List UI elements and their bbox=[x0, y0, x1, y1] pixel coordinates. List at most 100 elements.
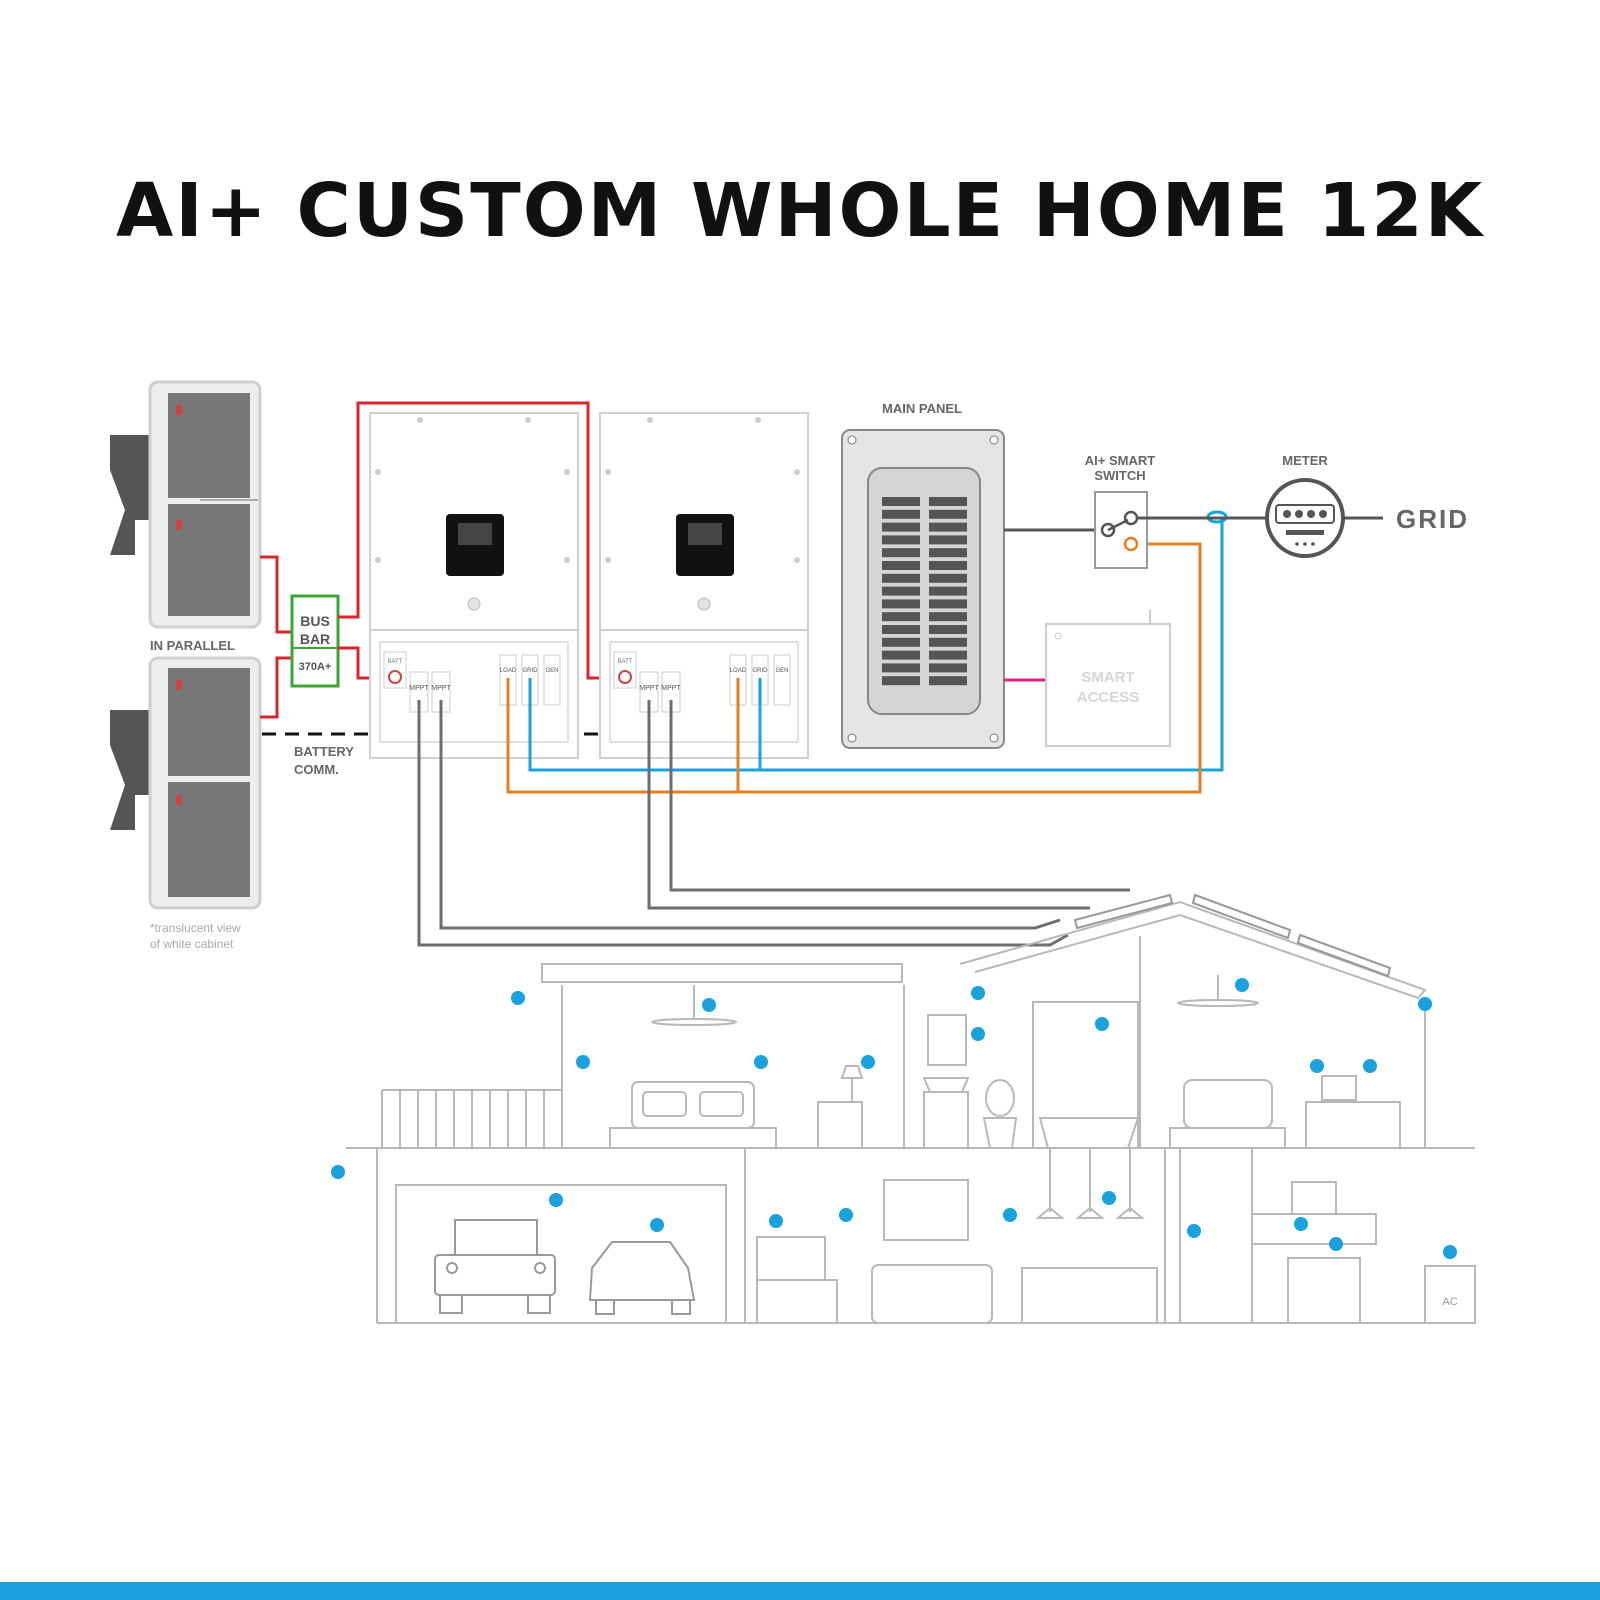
load-dots bbox=[331, 978, 1457, 1259]
load-dot bbox=[769, 1214, 783, 1228]
load-dot bbox=[971, 1027, 985, 1041]
inverter-1: BATT MPPT MPPT LOAD GRID GEN bbox=[369, 412, 579, 759]
battery-comm-label-line2: COMM. bbox=[294, 762, 339, 777]
smart-switch-label-line2: SWITCH bbox=[1094, 468, 1145, 483]
inverter-2-grid-label: GRID bbox=[753, 668, 769, 674]
breaker bbox=[929, 509, 967, 519]
battery-cabinet-top bbox=[110, 380, 262, 629]
house-outline bbox=[346, 900, 1476, 1324]
load-dot bbox=[971, 986, 985, 1000]
meter-label: METER bbox=[1282, 453, 1328, 468]
breaker bbox=[882, 522, 920, 532]
load-dot bbox=[549, 1193, 563, 1207]
breaker bbox=[882, 535, 920, 545]
bus-label: BUS bbox=[300, 613, 330, 629]
breaker bbox=[882, 663, 920, 673]
load-dot bbox=[861, 1055, 875, 1069]
breaker bbox=[882, 561, 920, 570]
pv-wires bbox=[417, 700, 1130, 947]
breaker bbox=[929, 497, 967, 506]
solar-panels bbox=[1073, 893, 1392, 978]
load-dot bbox=[1102, 1191, 1116, 1205]
breaker bbox=[929, 535, 967, 545]
breaker bbox=[882, 573, 920, 583]
breaker bbox=[882, 676, 920, 686]
breaker bbox=[882, 599, 920, 609]
load-dot bbox=[754, 1055, 768, 1069]
inverter-1-grid-label: GRID bbox=[523, 668, 539, 674]
inverter-1-gen-label: GEN bbox=[545, 668, 558, 674]
load-dot bbox=[1418, 997, 1432, 1011]
ac-label: AC bbox=[1442, 1296, 1457, 1308]
load-dot bbox=[1294, 1217, 1308, 1231]
breaker bbox=[882, 612, 920, 622]
breaker bbox=[929, 522, 967, 532]
load-dot bbox=[1443, 1245, 1457, 1259]
breaker bbox=[882, 509, 920, 519]
smart-access-label-line1: SMART bbox=[1081, 669, 1134, 686]
breaker bbox=[929, 548, 967, 558]
inverter-2-gen-label: GEN bbox=[775, 668, 788, 674]
main-panel bbox=[841, 429, 1005, 749]
breaker-bank bbox=[882, 497, 967, 686]
breaker bbox=[929, 599, 967, 609]
load-dot bbox=[650, 1218, 664, 1232]
grid-label: GRID bbox=[1396, 504, 1469, 534]
load-dot bbox=[1187, 1224, 1201, 1238]
inverter-1-mppt2-label: MPPT bbox=[431, 685, 451, 692]
load-dot bbox=[1310, 1059, 1324, 1073]
inverter-1-load-label: LOAD bbox=[500, 668, 517, 674]
load-dot bbox=[576, 1055, 590, 1069]
battery-dc-wires bbox=[260, 555, 292, 719]
bottom-accent-bar bbox=[0, 1582, 1600, 1600]
bus-bar: BUS BAR 370A+ bbox=[290, 594, 340, 688]
breaker bbox=[882, 497, 920, 506]
inverter-2-load-label: LOAD bbox=[730, 668, 747, 674]
inverter-2: BATT MPPT MPPT LOAD GRID GEN bbox=[599, 412, 809, 759]
breaker bbox=[929, 573, 967, 583]
inverter-2-mppt1-label: MPPT bbox=[639, 685, 659, 692]
breaker bbox=[882, 586, 920, 596]
grid-ac-wires bbox=[528, 518, 1224, 772]
load-dot bbox=[1329, 1237, 1343, 1251]
sedan-icon bbox=[588, 1241, 696, 1315]
breaker bbox=[929, 663, 967, 673]
breaker bbox=[929, 586, 967, 596]
load-dot bbox=[839, 1208, 853, 1222]
breaker bbox=[929, 561, 967, 570]
load-dot bbox=[1003, 1208, 1017, 1222]
battery-cabinet-bottom bbox=[110, 656, 262, 910]
bus-rating-label: 370A+ bbox=[299, 661, 332, 673]
battery-comm-label-line1: BATTERY bbox=[294, 744, 354, 759]
inverter-2-mppt2-label: MPPT bbox=[661, 685, 681, 692]
smart-access-label-line2: ACCESS bbox=[1077, 689, 1140, 706]
load-dot bbox=[1235, 978, 1249, 992]
breaker bbox=[882, 548, 920, 558]
load-dot bbox=[1095, 1017, 1109, 1031]
translucent-note-line1: *translucent view bbox=[150, 921, 241, 935]
load-dot bbox=[702, 998, 716, 1012]
in-parallel-label: IN PARALLEL bbox=[150, 638, 235, 653]
breaker bbox=[929, 637, 967, 647]
breaker bbox=[929, 612, 967, 622]
inverter-2-batt-label: BATT bbox=[618, 659, 633, 665]
inverter-1-mppt1-label: MPPT bbox=[409, 685, 429, 692]
main-panel-label: MAIN PANEL bbox=[882, 401, 962, 416]
breaker bbox=[929, 676, 967, 686]
breaker bbox=[929, 650, 967, 660]
translucent-note-line2: of white cabinet bbox=[150, 937, 234, 951]
smart-switch-label-line1: AI+ SMART bbox=[1085, 453, 1155, 468]
breaker bbox=[882, 637, 920, 647]
load-ac-wires bbox=[506, 542, 1202, 794]
breaker bbox=[882, 650, 920, 660]
breaker bbox=[882, 625, 920, 634]
bar-label: BAR bbox=[300, 631, 330, 647]
inverter-1-batt-label: BATT bbox=[388, 659, 403, 665]
smart-switch bbox=[1094, 491, 1148, 569]
breaker bbox=[929, 625, 967, 634]
meter-icon bbox=[1265, 478, 1345, 558]
page-title: AI+ CUSTOM WHOLE HOME 12K bbox=[115, 168, 1485, 254]
load-dot bbox=[511, 991, 525, 1005]
load-dot bbox=[331, 1165, 345, 1179]
